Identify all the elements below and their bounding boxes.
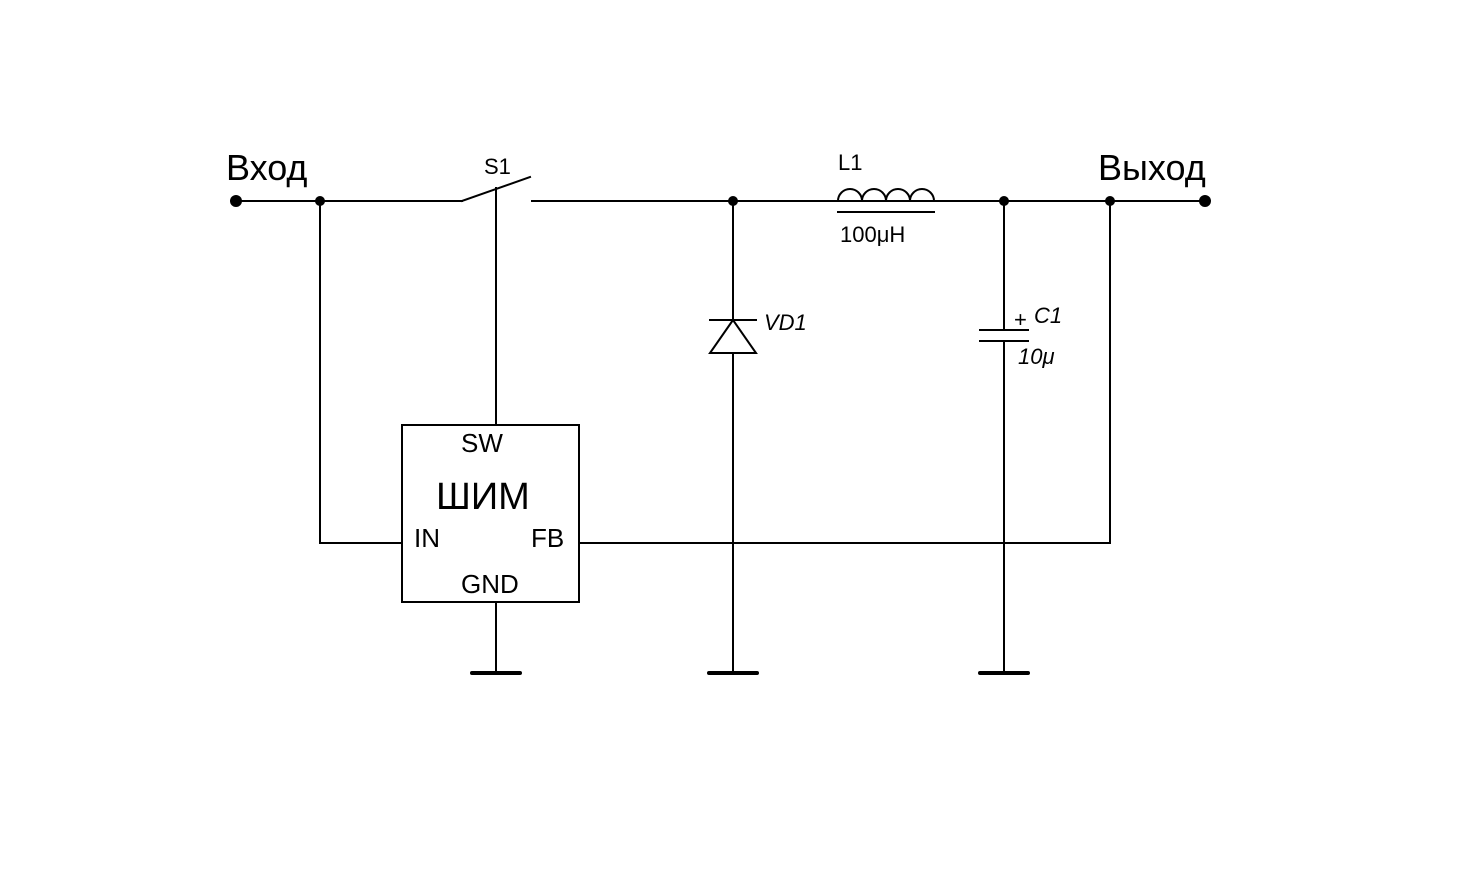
output-terminal-dot: [1199, 195, 1211, 207]
junctions: [230, 195, 1211, 207]
input-terminal-dot: [230, 195, 242, 207]
capacitor-c1: [979, 329, 1029, 342]
capacitor-polarity-mark: +: [1014, 307, 1027, 332]
inductor-ref-label: L1: [838, 150, 862, 175]
junction-input: [315, 196, 325, 206]
labels: Вход Выход S1 L1 100μH VD1 + C1 10μ SW Ш…: [226, 147, 1206, 599]
switch-s1: [460, 175, 532, 203]
pwm-controller: [401, 424, 580, 603]
diode-vd1: [708, 318, 758, 354]
switch-blade: [460, 175, 532, 203]
wires: [235, 187, 1206, 674]
junction-output: [1105, 196, 1115, 206]
pin-gnd-label: GND: [461, 569, 519, 599]
pin-sw-label: SW: [461, 428, 503, 458]
controller-name-label: ШИМ: [436, 476, 530, 518]
controller-body: [401, 424, 580, 603]
pin-in-label: IN: [414, 523, 440, 553]
diode-ref-label: VD1: [764, 310, 807, 335]
capacitor-value-label: 10μ: [1018, 344, 1055, 369]
inductor-value-label: 100μH: [840, 222, 905, 247]
output-label: Выход: [1098, 147, 1206, 188]
pin-fb-label: FB: [531, 523, 564, 553]
capacitor-ref-label: C1: [1034, 303, 1062, 328]
inductor-l1: [836, 188, 936, 213]
input-label: Вход: [226, 147, 307, 188]
junction-capacitor: [999, 196, 1009, 206]
junction-diode: [728, 196, 738, 206]
diode-triangle: [708, 318, 758, 354]
inductor-coil: [836, 188, 936, 203]
switch-ref-label: S1: [484, 154, 511, 179]
